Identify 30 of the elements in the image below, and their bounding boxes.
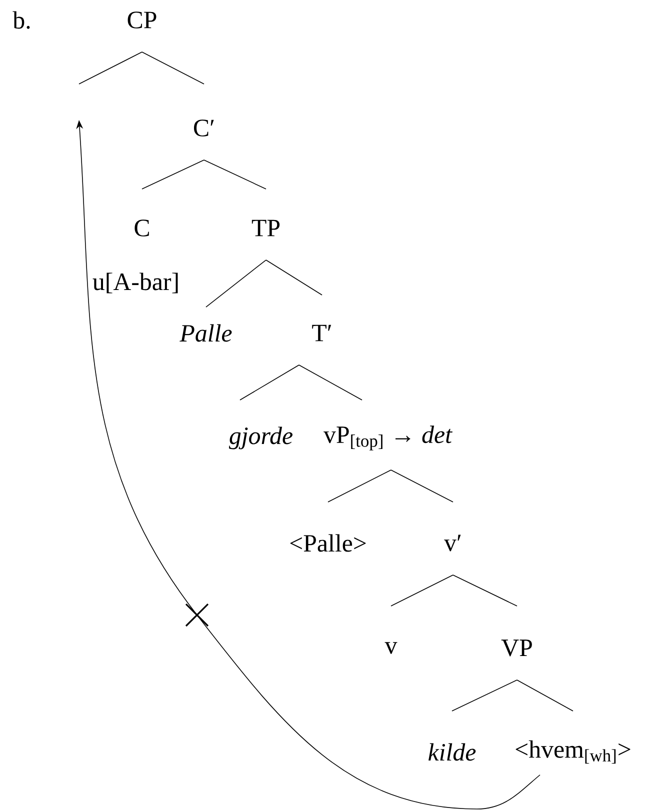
tree-label: vP$_{[top]}$ → det <box>324 426 452 450</box>
tree-label: gjorde <box>228 426 292 450</box>
tree-label: <Palle> <box>290 534 366 552</box>
tree-label: kilde <box>428 743 476 761</box>
tree-label: Palle <box>180 324 232 342</box>
tree-label: TP <box>252 220 280 236</box>
tree-branch <box>142 160 204 190</box>
tree-label: v′ <box>444 534 461 552</box>
tree-label: C <box>134 220 149 236</box>
tree-branch <box>452 680 518 712</box>
tree-label: T′ <box>312 324 332 342</box>
tree-branch <box>240 364 300 400</box>
tree-label: CP <box>128 12 156 28</box>
tree-branch <box>452 574 518 606</box>
tree-branch <box>390 470 454 502</box>
feature-label: u[A-bar] <box>92 272 178 294</box>
tree-branch <box>78 52 142 84</box>
example-letter: b. <box>12 11 30 29</box>
tree-branch <box>204 160 266 190</box>
tree-label: v <box>384 642 398 654</box>
tree-branch <box>142 52 204 84</box>
tree-label: VP <box>501 640 532 656</box>
tree-branch <box>328 470 392 502</box>
tree-branch <box>390 574 454 606</box>
tree-branch <box>516 680 574 712</box>
tree-label: C′ <box>194 120 214 136</box>
tree-label: <hvem$_{[wh]}$> <box>516 740 630 764</box>
tree-branch <box>298 364 362 400</box>
tree-branch <box>206 260 266 308</box>
tree-branch <box>266 260 322 296</box>
